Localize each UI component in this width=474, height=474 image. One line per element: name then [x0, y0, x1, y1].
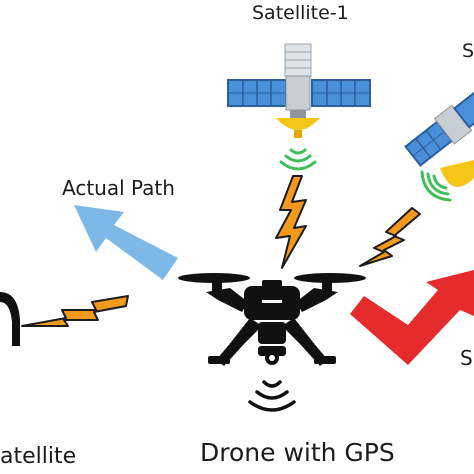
spoofed-path-label: S: [460, 346, 473, 370]
satellite-2-signal-icon: [420, 170, 452, 202]
lightning-bolt-right-icon: [359, 207, 421, 267]
lightning-bolt-left-icon: [21, 295, 129, 327]
lightning-bolt-top-icon: [275, 175, 307, 269]
satellite-1-icon: [227, 43, 371, 138]
satellite-2-icon: [404, 82, 474, 187]
actual-path-arrow: [74, 205, 178, 280]
actual-path-label: Actual Path: [62, 176, 175, 200]
satellite-1-signal-icon: [279, 148, 317, 171]
drone-icon: [178, 273, 366, 366]
drone-label: Drone with GPS: [200, 438, 395, 467]
spoofed-path-arrow: [350, 270, 474, 365]
satellite-2-label: S: [462, 40, 474, 62]
satellite-1-label: Satellite-1: [252, 2, 349, 24]
satellite-3-icon: [0, 292, 20, 346]
satellite-3-label: atellite: [0, 444, 77, 469]
drone-signal-icon: [248, 380, 296, 412]
